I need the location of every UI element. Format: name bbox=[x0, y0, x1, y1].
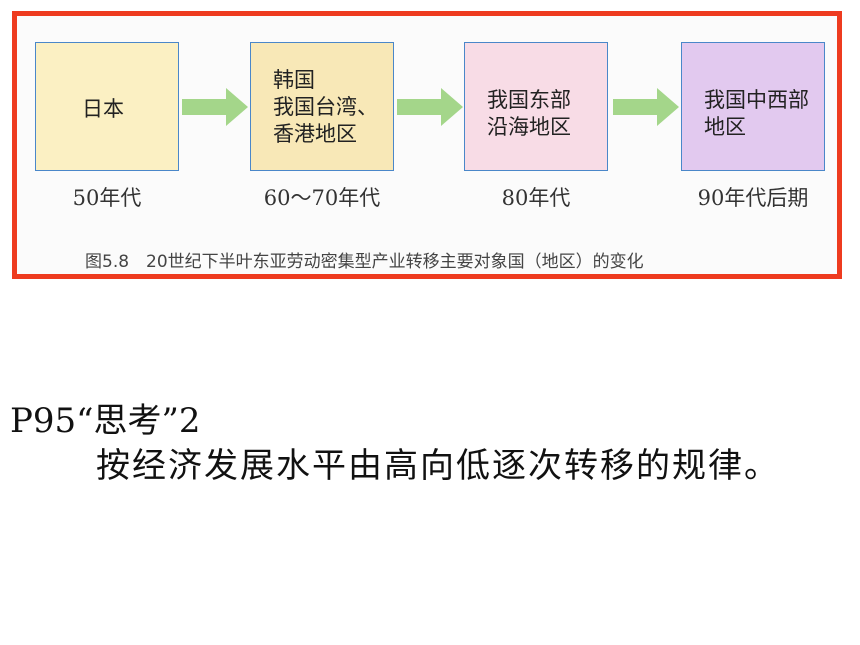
question-heading: P95“思考”2 bbox=[10, 401, 201, 441]
stage-label: 我国东部 沿海地区 bbox=[487, 88, 571, 139]
stage-label: 韩国 我国台湾、 香港地区 bbox=[273, 68, 378, 146]
stage-label: 日本 bbox=[82, 97, 124, 121]
stage-box-central-west: 我国中西部 地区 bbox=[681, 42, 825, 171]
figure-caption: 图5.8 20世纪下半叶东亚劳动密集型产业转移主要对象国（地区）的变化 bbox=[85, 252, 644, 272]
answer-text: 按经济发展水平由高向低逐次转移的规律。 bbox=[96, 446, 780, 486]
decade-label: 50年代 bbox=[72, 186, 142, 210]
right-arrow-icon bbox=[182, 88, 248, 126]
stage-box-japan: 日本 bbox=[35, 42, 179, 171]
decade-label: 60～70年代 bbox=[263, 186, 381, 210]
stage-box-korea-taiwan-hongkong: 韩国 我国台湾、 香港地区 bbox=[250, 42, 394, 171]
decade-label: 80年代 bbox=[501, 186, 571, 210]
stage-box-east-coast: 我国东部 沿海地区 bbox=[464, 42, 608, 171]
decade-label: 90年代后期 bbox=[697, 186, 809, 210]
right-arrow-icon bbox=[397, 88, 463, 126]
right-arrow-icon bbox=[613, 88, 679, 126]
figure-frame: 日本 韩国 我国台湾、 香港地区 我国东部 沿海地区 我国中西部 地区 50年代… bbox=[12, 11, 842, 279]
stage-label: 我国中西部 地区 bbox=[704, 88, 809, 139]
